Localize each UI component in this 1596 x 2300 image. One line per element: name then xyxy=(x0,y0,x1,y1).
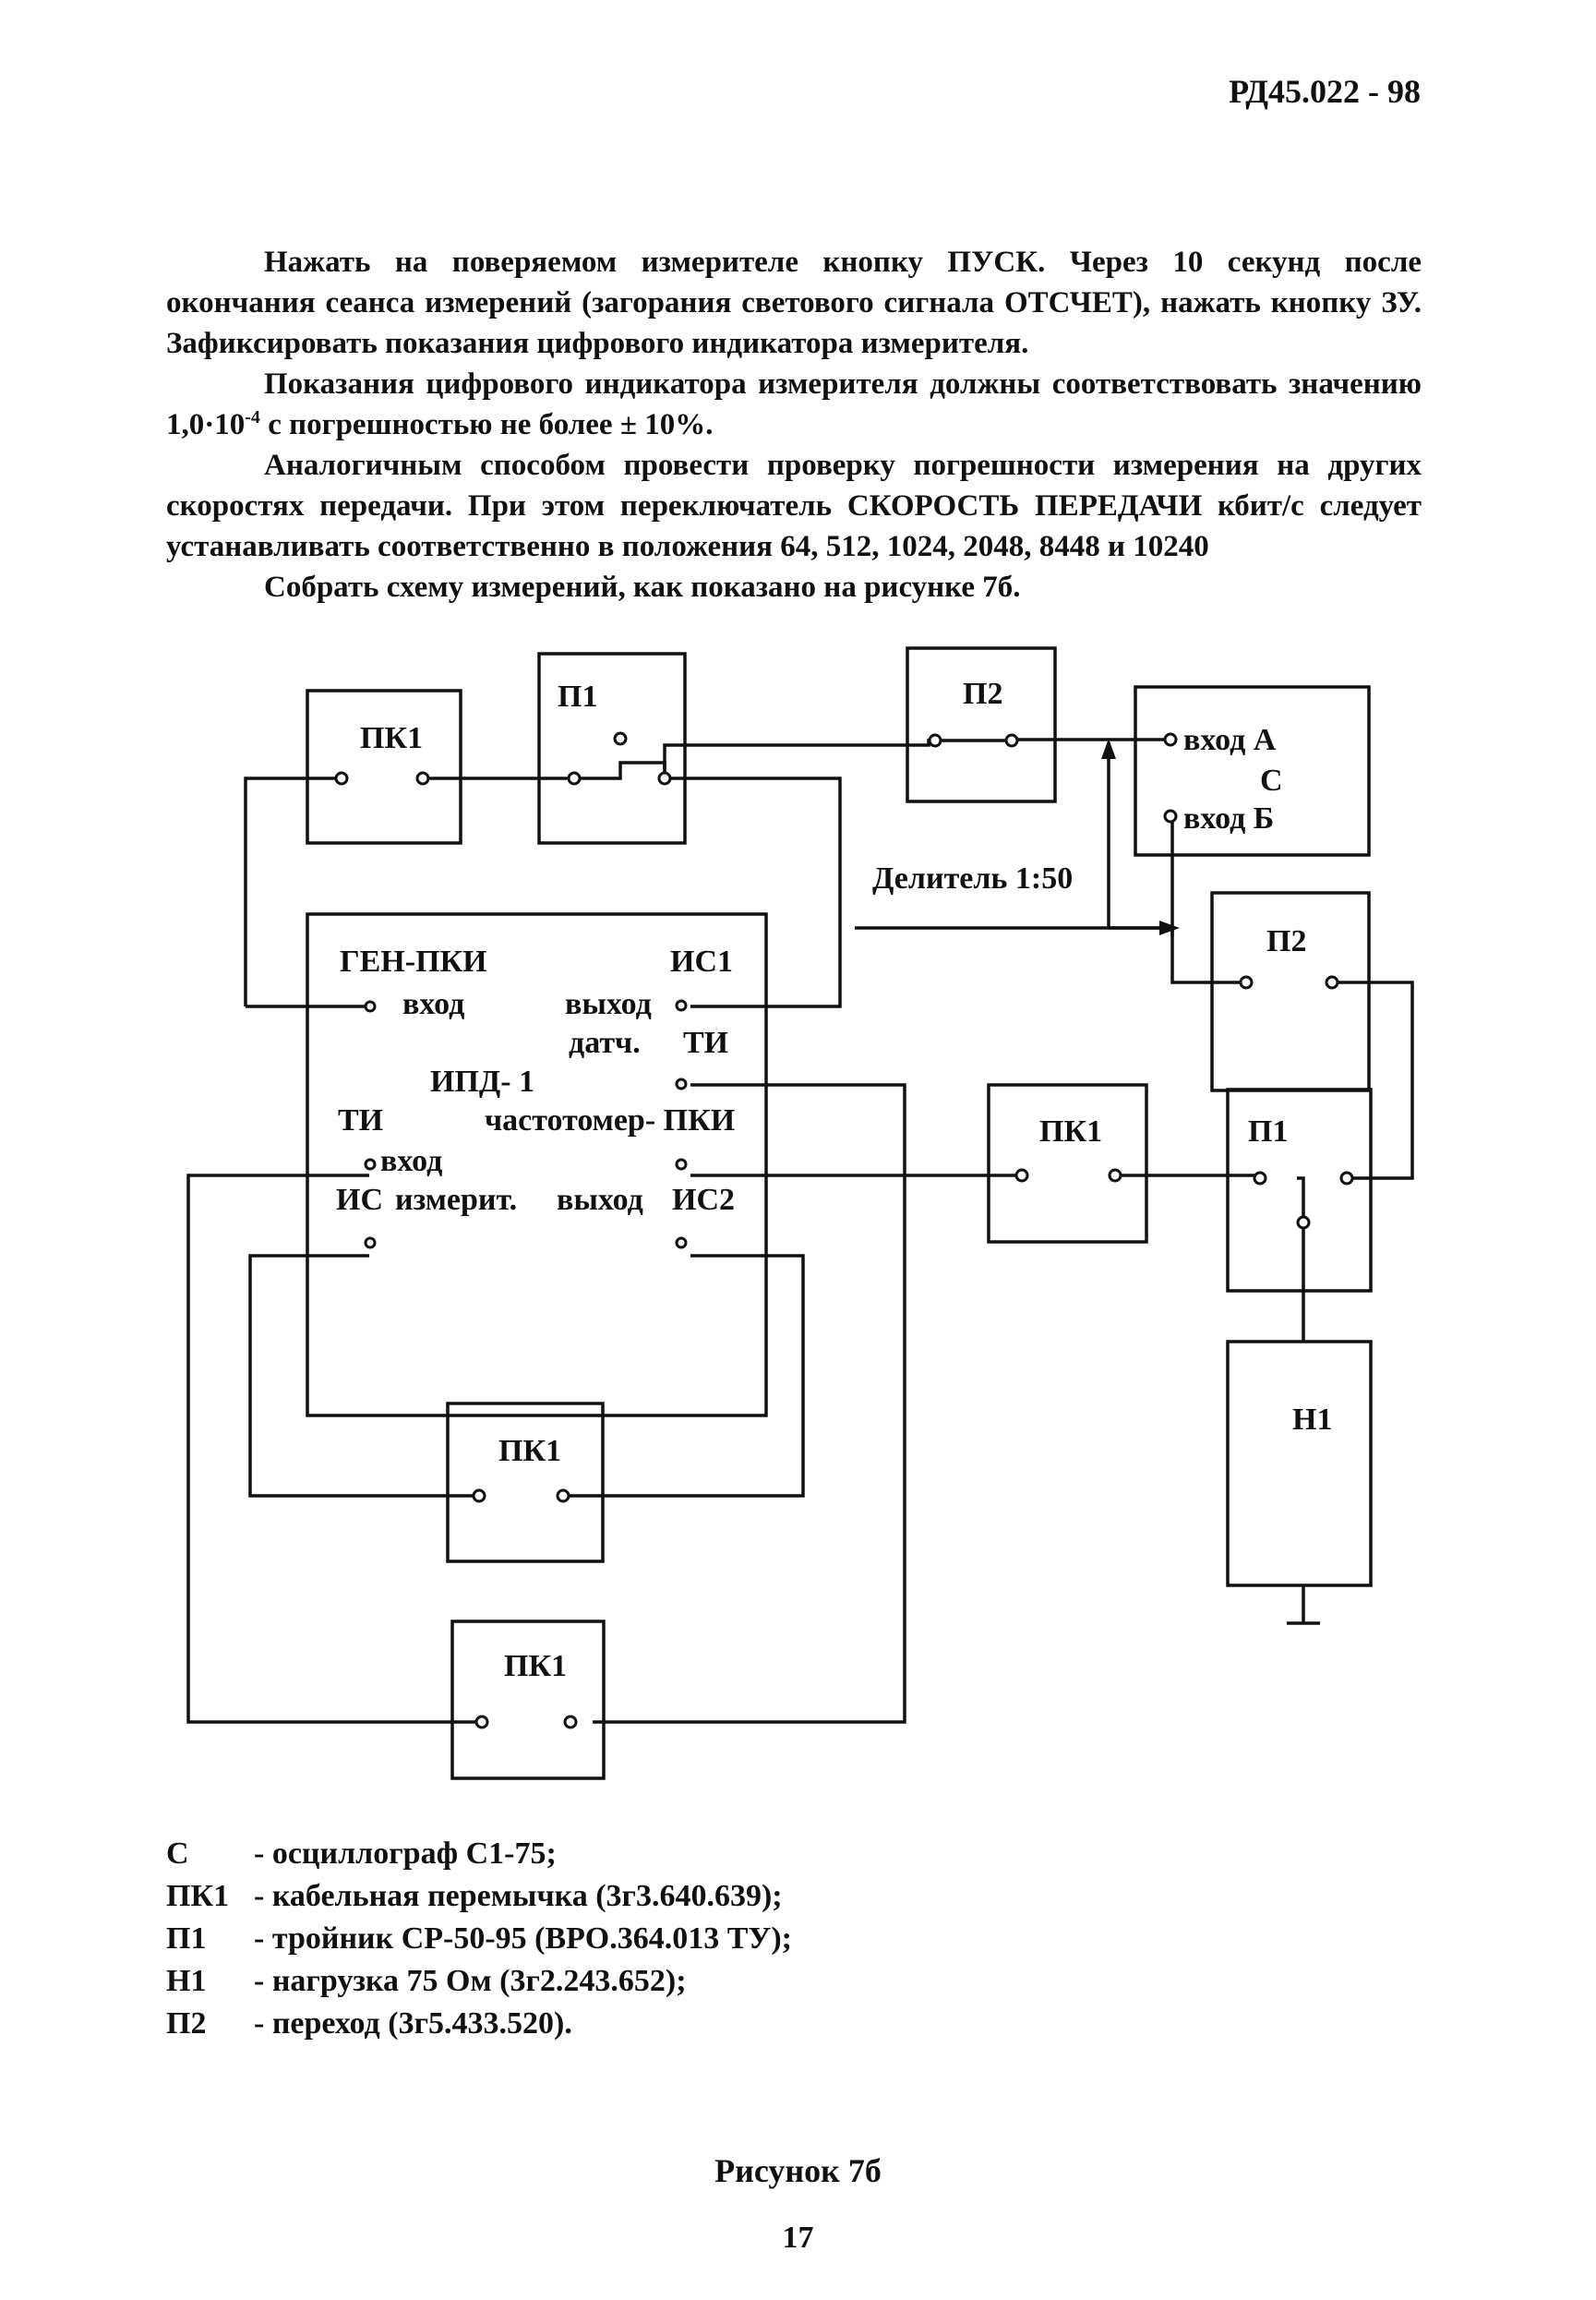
output-label: выход xyxy=(565,987,652,1021)
frequency-meter-label: частотомер- ПКИ xyxy=(485,1103,735,1138)
pk1-top-label: ПК1 xyxy=(360,721,423,755)
p2-top-box xyxy=(906,646,1057,803)
scope-input-a-label: вход А xyxy=(1183,723,1277,757)
ti-right-label: ТИ xyxy=(683,1026,728,1060)
is-left-label: ИС xyxy=(336,1183,383,1217)
paragraph-3: Аналогичным способом провести проверку п… xyxy=(166,449,1422,563)
figure-caption: Рисунок 7б xyxy=(714,2152,882,2189)
divider-label: Делитель 1:50 xyxy=(872,861,1073,896)
paragraph-2-text: Показания цифрового индикатора измерител… xyxy=(166,367,1422,441)
pk1-bottom1-box xyxy=(446,1402,605,1563)
legend-item: С - осциллограф С1-75; xyxy=(166,1833,792,1875)
gen-pki-label: ГЕН-ПКИ xyxy=(340,945,487,979)
is2-label: ИС2 xyxy=(672,1183,735,1217)
sensor-label: датч. xyxy=(569,1026,641,1060)
paragraph-1: Нажать на поверяемом измерителе кнопку П… xyxy=(166,246,1422,360)
is1-label: ИС1 xyxy=(670,945,733,979)
arrow-up-icon xyxy=(1101,739,1116,759)
legend-desc: - нагрузка 75 Ом (3г2.243.652); xyxy=(254,1964,687,1998)
document-code: РД45.022 - 98 xyxy=(1229,73,1421,110)
p1-right-box xyxy=(1226,1088,1373,1293)
legend-desc: - кабельная перемычка (3г3.640.639); xyxy=(254,1879,783,1913)
output-2-label: выход xyxy=(557,1183,643,1217)
legend-key: ПК1 xyxy=(166,1879,230,1913)
ipd1-box xyxy=(306,912,768,1417)
paragraph-2: Показания цифрового индикатора измерител… xyxy=(166,364,1422,445)
pk1-bottom1-label: ПК1 xyxy=(498,1434,561,1468)
p1-top-box xyxy=(537,652,687,845)
pk1-mid-label: ПК1 xyxy=(1039,1114,1102,1149)
legend-key: П1 xyxy=(166,1921,207,1956)
legend-key: С xyxy=(166,1836,189,1871)
legend-desc: - осциллограф С1-75; xyxy=(254,1836,557,1871)
gen-input-label: вход xyxy=(402,987,464,1021)
page-number: 17 xyxy=(782,2221,814,2255)
pk1-top-box xyxy=(306,689,462,845)
pk1-mid-box xyxy=(987,1083,1148,1244)
ti-left-label: ТИ xyxy=(338,1103,383,1138)
p2-right-box xyxy=(1210,891,1371,1092)
paragraph-4: Собрать схему измерений, как показано на… xyxy=(264,571,1021,604)
legend-key: Н1 xyxy=(166,1964,207,1998)
p2-top-label: П2 xyxy=(963,677,1002,711)
arrow-right-icon xyxy=(1159,921,1180,935)
h1-label: Н1 xyxy=(1292,1403,1332,1437)
legend-item: ПК1 - кабельная перемычка (3г3.640.639); xyxy=(166,1875,792,1918)
terminals xyxy=(334,731,1354,1729)
measuring-label: измерит. xyxy=(395,1183,517,1217)
exponent: -4 xyxy=(245,407,260,427)
h1-box xyxy=(1226,1340,1373,1587)
wires xyxy=(186,738,1414,1724)
meter-input-label: вход xyxy=(380,1144,442,1178)
legend-desc: - переход (3г5.433.520). xyxy=(254,2006,572,2041)
p2-right-label: П2 xyxy=(1266,924,1306,958)
legend-item: П2 - переход (3г5.433.520). xyxy=(166,2003,792,2045)
legend-item: П1 - тройник СР-50-95 (ВРО.364.013 ТУ); xyxy=(166,1918,792,1960)
legend-item: Н1 - нагрузка 75 Ом (3г2.243.652); xyxy=(166,1960,792,2003)
pk1-bottom2-box xyxy=(450,1620,606,1780)
p1-top-label: П1 xyxy=(558,680,597,714)
legend-desc: - тройник СР-50-95 (ВРО.364.013 ТУ); xyxy=(254,1921,792,1956)
scope-c-label: С xyxy=(1260,764,1283,798)
legend: С - осциллограф С1-75; ПК1 - кабельная п… xyxy=(166,1833,792,2045)
oscilloscope-box xyxy=(1134,685,1371,857)
p1-right-label: П1 xyxy=(1248,1114,1288,1149)
scope-input-b-label: вход Б xyxy=(1183,801,1274,836)
paragraph-2-tail: с погрешностью не более ± 10%. xyxy=(259,408,714,441)
legend-key: П2 xyxy=(166,2006,207,2041)
pk1-bottom2-label: ПК1 xyxy=(504,1649,567,1683)
ipd1-label: ИПД- 1 xyxy=(430,1065,534,1099)
